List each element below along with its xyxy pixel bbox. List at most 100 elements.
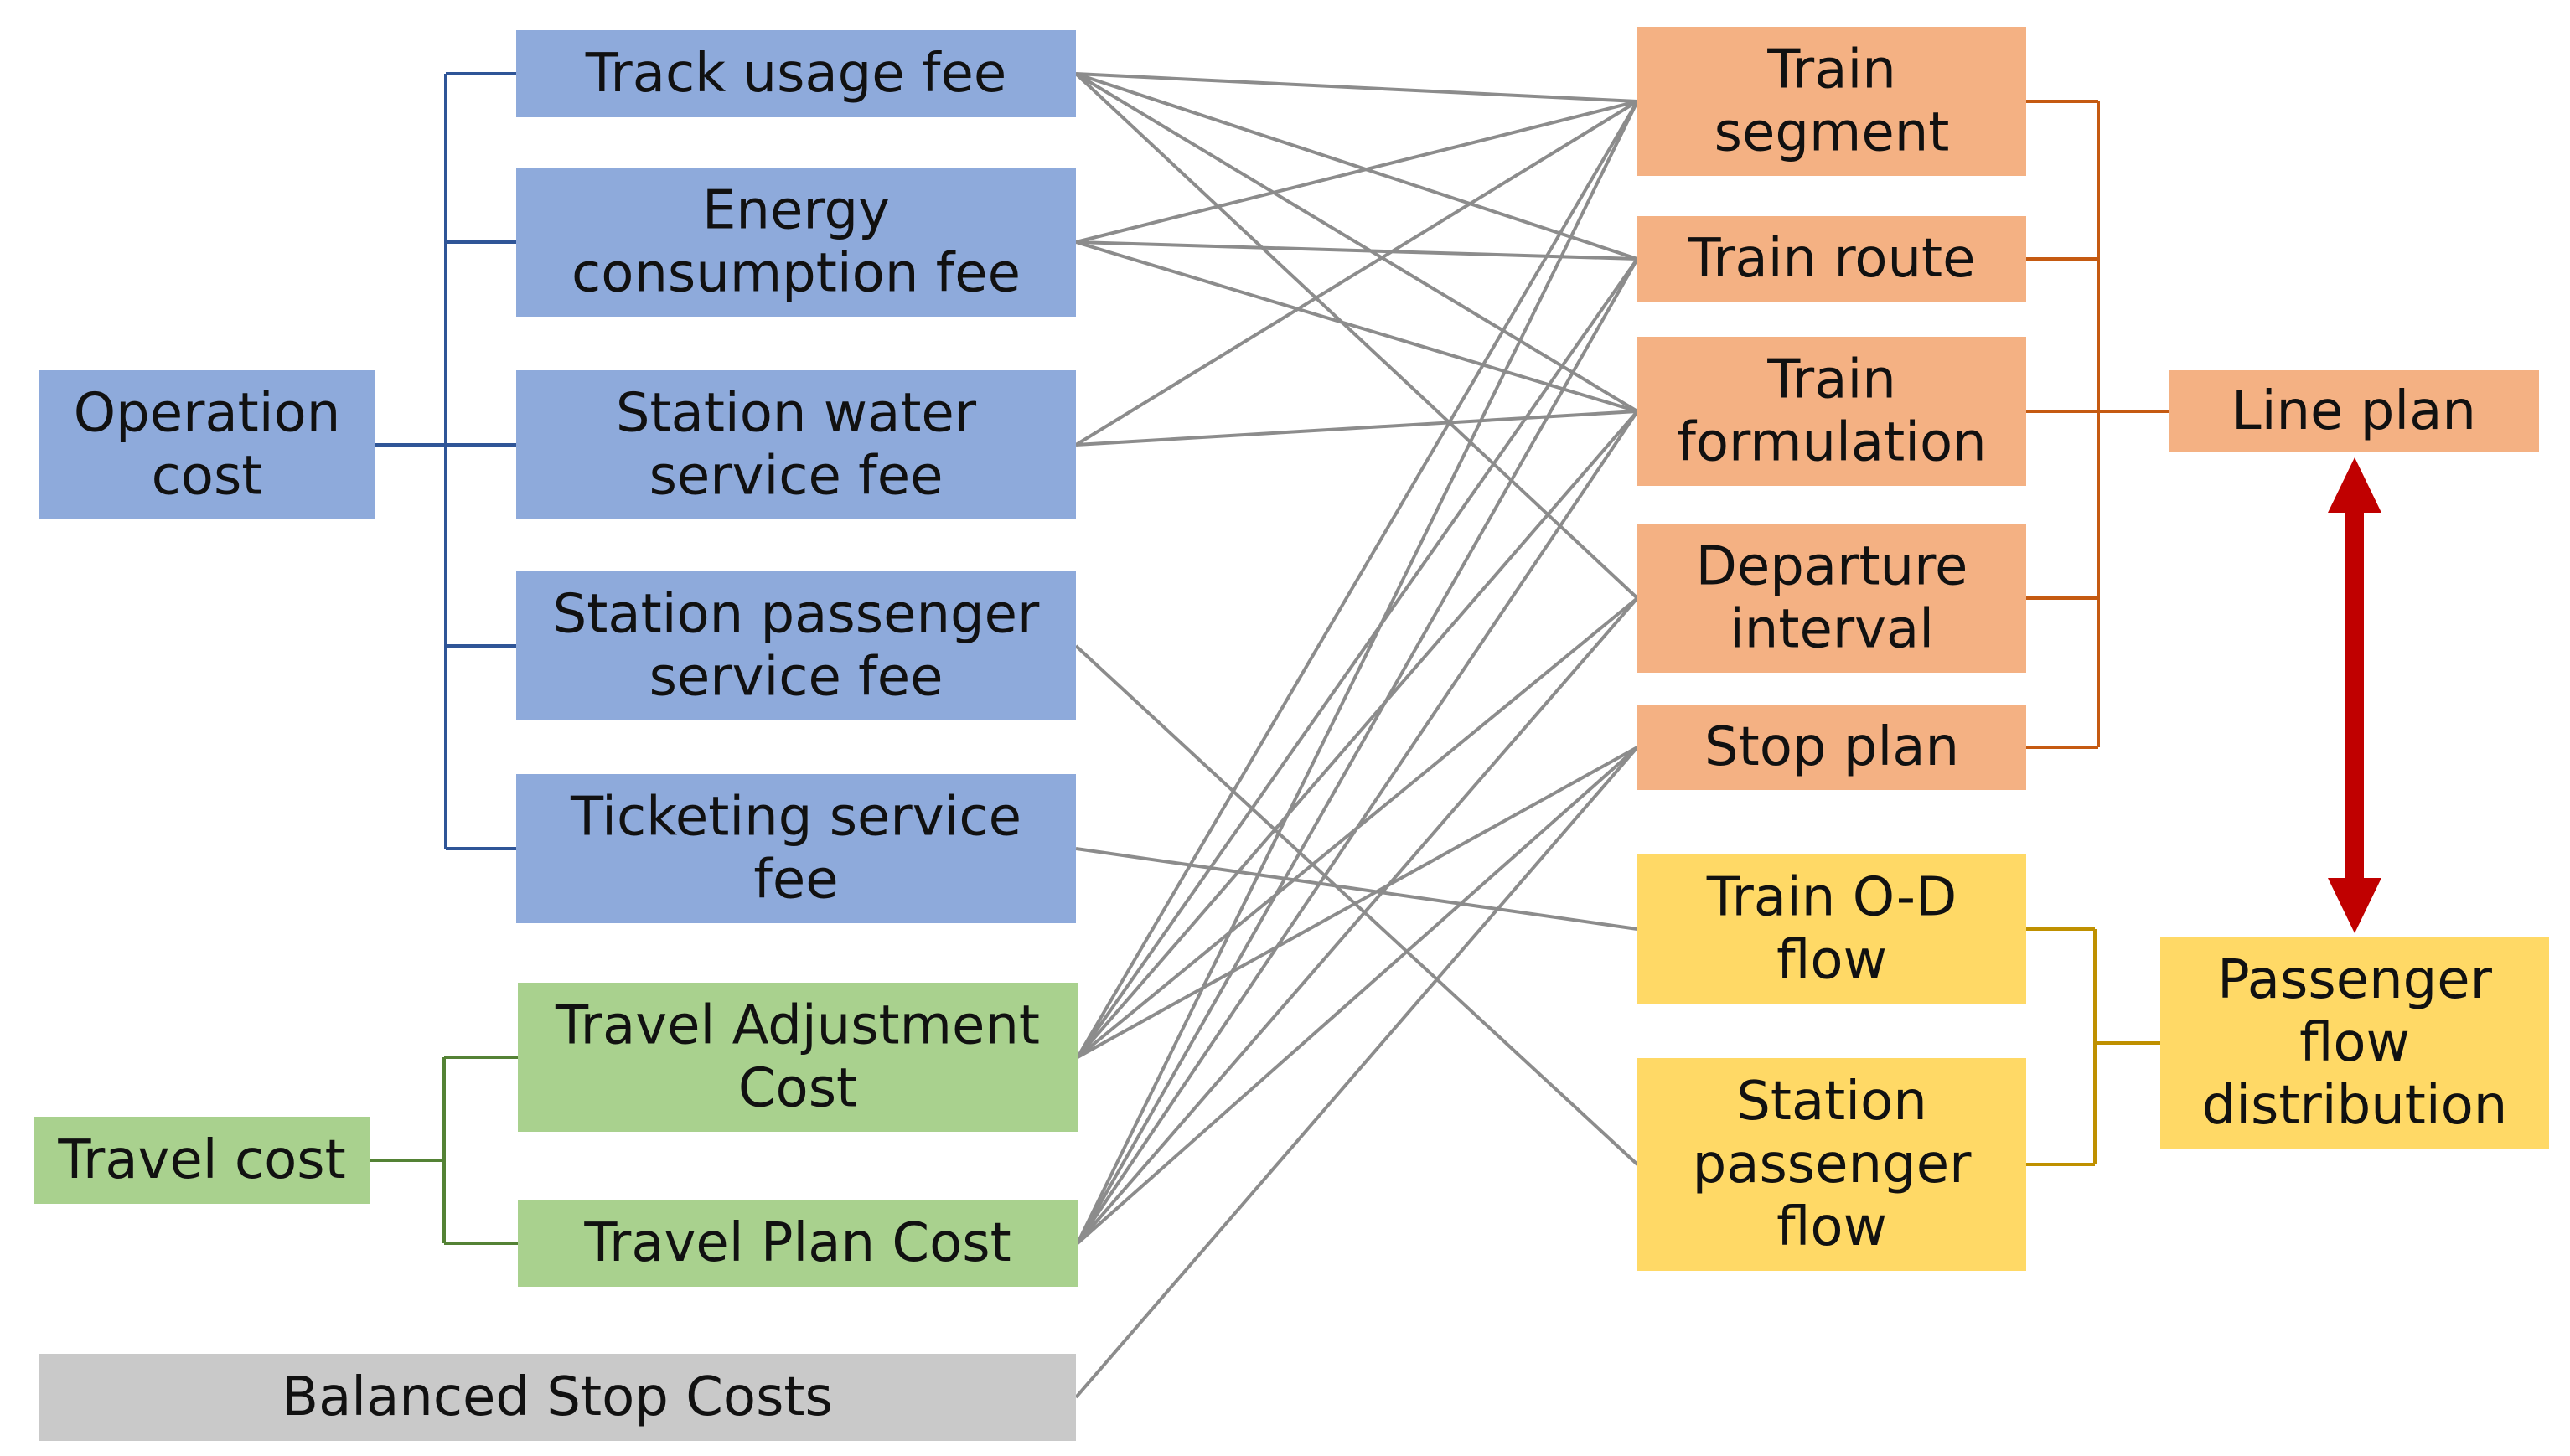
connector-energy-to-route: [1075, 240, 1638, 261]
travel-cost-box-shape: [34, 1117, 370, 1204]
connector-water-to-segment: [1074, 100, 1639, 447]
operation-cost-box-label-line: Operation: [74, 383, 341, 445]
connector-track-to-segment: [1075, 72, 1638, 103]
connector-water-to-formulation: [1075, 410, 1638, 447]
connector-energy-to-formulation: [1075, 240, 1638, 413]
operation-item-passenger_svc-label-line: Station passenger: [553, 584, 1040, 646]
connector-energy-to-segment: [1075, 100, 1638, 244]
bidirectional-arrow: [2328, 457, 2381, 933]
operation-item-ticketing-label-line: Ticketing service: [570, 787, 1021, 849]
connector-plan_cost-to-stop: [1076, 746, 1639, 1245]
connector-passenger_svc-to-station_flow: [1074, 644, 1639, 1166]
operation-item-passenger_svc-label-line: service fee: [649, 647, 944, 709]
line-plan-item-interval-label-line: interval: [1730, 599, 1934, 661]
connector-adjust-to-segment: [1076, 100, 1639, 1059]
line-plan-item-stop-label-line: Stop plan: [1704, 716, 1959, 778]
balanced-stop-costs-box-shape: [39, 1354, 1076, 1441]
operation-item-ticketing-label-line: fee: [753, 849, 838, 911]
connector-adjust-to-stop: [1077, 746, 1638, 1059]
line-plan-item-segment-label-line: Train: [1766, 39, 1896, 101]
connector-plan_cost-to-interval: [1076, 596, 1639, 1245]
connector-balanced-to-stop: [1074, 746, 1639, 1399]
operation-item-energy-label-line: consumption fee: [571, 243, 1021, 305]
line-plan-box-label-line: Line plan: [2231, 380, 2476, 442]
operation-item-energy-shape: [516, 168, 1076, 317]
operation-cost-box-shape: [39, 370, 375, 519]
passenger-flow-distribution-box-label-line: Passenger: [2217, 949, 2493, 1011]
flow-item-od-shape: [1637, 854, 2026, 1004]
connector-track-to-interval: [1074, 72, 1639, 600]
line-plan-item-formulation-label-line: formulation: [1677, 412, 1986, 474]
flow-item-station_flow-label-line: flow: [1776, 1196, 1887, 1258]
flow-item-station_flow-shape: [1637, 1058, 2026, 1271]
operation-item-passenger_svc-shape: [516, 571, 1076, 720]
double-arrow-icon: [2328, 457, 2381, 933]
operation-item-water-label-line: service fee: [649, 446, 944, 508]
connector-plan_cost-to-route: [1076, 258, 1639, 1244]
connector-track-to-formulation: [1074, 72, 1639, 413]
line-plan-item-interval-label-line: Departure: [1696, 536, 1968, 598]
line-plan-item-stop: Stop plan: [1637, 705, 2026, 790]
connector-adjust-to-route: [1076, 257, 1639, 1059]
line-plan-item-formulation-shape: [1637, 337, 2026, 486]
flow-item-station_flow-label-line: Station: [1736, 1071, 1927, 1133]
operation-cost-box-label-line: cost: [152, 446, 263, 508]
line-plan-item-route-shape: [1637, 216, 2026, 302]
travel-cost-box-label-line: Travel cost: [57, 1129, 345, 1191]
travel-item-plan_cost-shape: [518, 1200, 1078, 1287]
travel-cost-box: Travel cost: [34, 1117, 370, 1204]
connector-ticketing-to-od: [1075, 847, 1638, 931]
operation-item-track: Track usage fee: [516, 30, 1076, 117]
travel-cost-bracket: [370, 1056, 518, 1245]
connector-plan_cost-to-formulation: [1076, 410, 1639, 1245]
connector-adjust-to-formulation: [1076, 410, 1639, 1059]
operation-cost-bracket: [375, 72, 516, 850]
line-plan-item-segment-shape: [1637, 27, 2026, 176]
operation-item-water-label-line: Station water: [616, 383, 977, 445]
passenger-flow-distribution-box-label-line: flow: [2299, 1012, 2410, 1074]
line-plan-item-stop-shape: [1637, 705, 2026, 790]
travel-item-adjust-shape: [518, 983, 1078, 1132]
operation-item-track-shape: [516, 30, 1076, 117]
flow-item-od-label-line: Train O-D: [1706, 867, 1957, 929]
line-plan-item-route: Train route: [1637, 216, 2026, 302]
line-plan-bracket: [2026, 100, 2169, 749]
line-plan-item-formulation-label-line: Train: [1766, 349, 1896, 411]
flow-item-station_flow-label-line: passenger: [1693, 1133, 1972, 1195]
line-plan-box: Line plan: [2169, 370, 2539, 452]
line-plan-item-route-label-line: Train route: [1688, 228, 1976, 290]
travel-item-adjust-label-line: Cost: [738, 1058, 857, 1120]
passenger-flow-distribution-box-label-line: distribution: [2202, 1075, 2508, 1137]
connector-lines: [1074, 72, 1639, 1399]
connector-track-to-route: [1075, 72, 1638, 261]
travel-item-adjust-label-line: Travel Adjustment: [555, 995, 1040, 1057]
operation-item-ticketing-shape: [516, 774, 1076, 923]
passenger-flow-distribution-box-shape: [2160, 937, 2549, 1149]
flow-item-od-label-line: flow: [1776, 930, 1887, 992]
travel-item-plan_cost-label-line: Travel Plan Cost: [583, 1212, 1011, 1274]
group-brackets: [370, 72, 2169, 1245]
balanced-stop-costs-box-label-line: Balanced Stop Costs: [282, 1366, 833, 1428]
operation-item-water-shape: [516, 370, 1076, 519]
travel-item-plan_cost: Travel Plan Cost: [518, 1200, 1078, 1287]
line-plan-box-shape: [2169, 370, 2539, 452]
connector-plan_cost-to-segment: [1076, 101, 1639, 1244]
operation-item-track-label-line: Track usage fee: [585, 43, 1007, 105]
passenger-flow-bracket: [2026, 927, 2160, 1166]
line-plan-item-interval-shape: [1637, 524, 2026, 673]
balanced-stop-costs-box: Balanced Stop Costs: [39, 1354, 1076, 1441]
